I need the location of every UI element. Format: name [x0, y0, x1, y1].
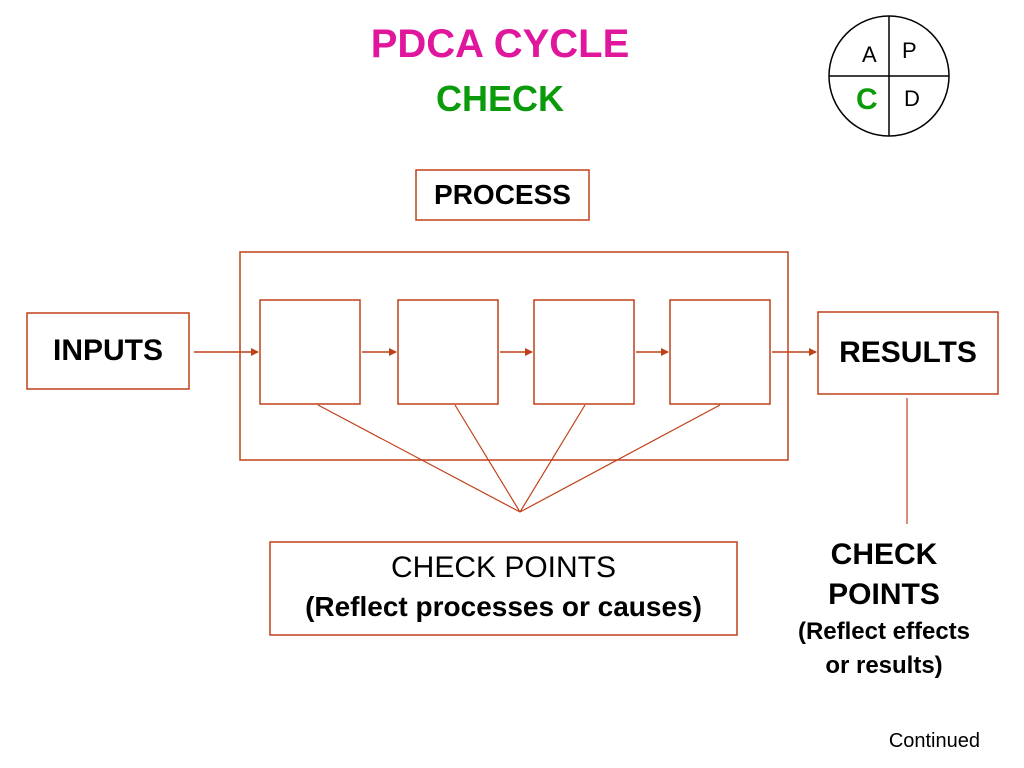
process-step-4 [669, 299, 771, 405]
process-step-3 [533, 299, 635, 405]
slide-subtitle: CHECK [435, 78, 564, 119]
pdca-letter-d: D [904, 86, 920, 111]
check-points-results-line1: CHECK [830, 538, 938, 571]
process-frame [239, 251, 789, 461]
pdca-letter-p: P [902, 38, 917, 63]
check-points-box [269, 541, 738, 636]
pdca-letter-c: C [856, 83, 878, 116]
inputs-box [26, 312, 190, 390]
results-label: RESULTS [839, 336, 977, 369]
check-points-title: CHECK POINTS [390, 551, 617, 584]
inputs-label: INPUTS [52, 334, 163, 367]
check-line-step-3 [519, 404, 586, 513]
continued-label: Continued [888, 730, 980, 752]
results-box [817, 311, 999, 395]
pdca-wheel [828, 15, 950, 137]
check-points-results-line2: POINTS [828, 578, 940, 611]
check-points-results-text: CHECK POINTS (Reflect effects or results… [778, 535, 990, 683]
check-points-results-note1: (Reflect effects [797, 618, 971, 645]
check-line-step-1 [317, 404, 521, 513]
process-step-2 [397, 299, 499, 405]
slide-title: PDCA CYCLE [370, 22, 630, 66]
check-line-step-4 [519, 404, 721, 513]
pdca-letter-a: A [862, 42, 877, 67]
check-points-process-text: CHECK POINTS (Reflect processes or cause… [270, 548, 737, 626]
check-line-step-2 [454, 404, 521, 513]
process-step-1 [259, 299, 361, 405]
process-label: PROCESS [434, 179, 571, 210]
check-points-note: (Reflect processes or causes) [305, 591, 702, 622]
process-label-box [415, 169, 590, 221]
check-points-results-note2: or results) [825, 652, 943, 679]
